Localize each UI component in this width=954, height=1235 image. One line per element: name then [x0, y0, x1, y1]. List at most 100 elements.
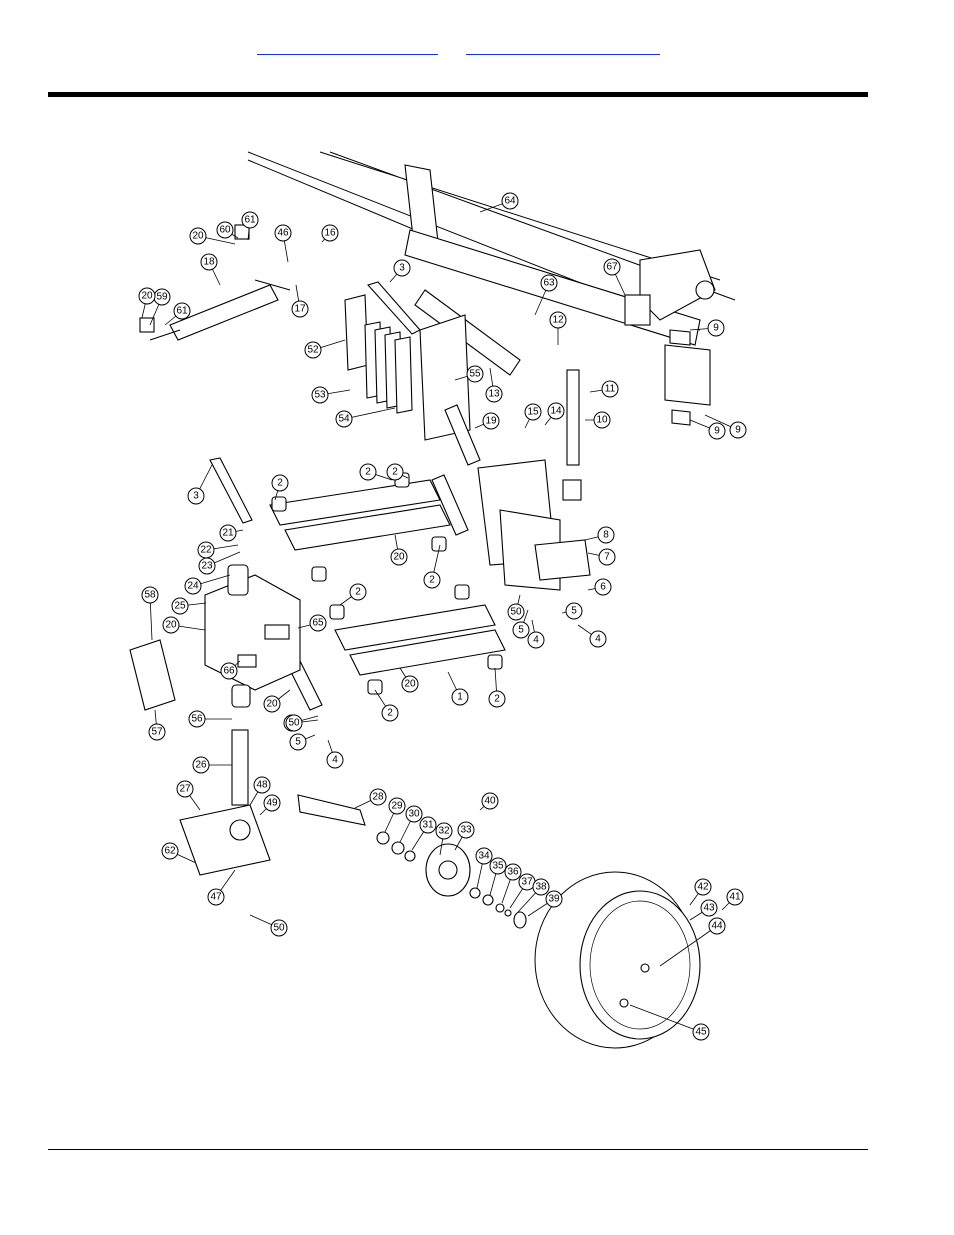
svg-text:20: 20 — [192, 231, 204, 242]
svg-text:20: 20 — [266, 699, 278, 710]
callout-37: 37 — [518, 873, 536, 891]
svg-text:5: 5 — [518, 625, 524, 636]
callout-50: 50 — [507, 603, 525, 621]
callout-9: 9 — [707, 319, 725, 337]
callout-2: 2 — [359, 463, 377, 481]
callout-36: 36 — [504, 863, 522, 881]
svg-text:20: 20 — [393, 552, 405, 563]
svg-text:9: 9 — [713, 323, 719, 334]
callout-7: 7 — [598, 548, 616, 566]
svg-text:1: 1 — [457, 692, 463, 703]
svg-text:5: 5 — [571, 606, 577, 617]
svg-text:50: 50 — [273, 923, 285, 934]
svg-text:35: 35 — [492, 861, 504, 872]
callout-18: 18 — [200, 253, 218, 271]
svg-text:10: 10 — [596, 415, 608, 426]
svg-text:3: 3 — [193, 491, 199, 502]
callout-13: 13 — [485, 385, 503, 403]
callout-10: 10 — [593, 411, 611, 429]
callout-59: 59 — [153, 288, 171, 306]
callout-2: 2 — [349, 583, 367, 601]
callout-5: 5 — [512, 621, 530, 639]
svg-text:11: 11 — [605, 384, 616, 395]
callout-61: 61 — [241, 211, 259, 229]
callout-labels: 1234567891011121314151617181920212223242… — [138, 192, 747, 1041]
callout-4: 4 — [589, 630, 607, 648]
svg-text:2: 2 — [355, 587, 361, 598]
svg-text:16: 16 — [324, 228, 336, 239]
svg-text:37: 37 — [521, 877, 533, 888]
callout-17: 17 — [291, 300, 309, 318]
svg-text:50: 50 — [288, 718, 300, 729]
callout-2: 2 — [271, 474, 289, 492]
callout-48: 48 — [253, 776, 271, 794]
callout-65: 65 — [309, 614, 327, 632]
svg-text:36: 36 — [507, 867, 519, 878]
svg-text:47: 47 — [210, 892, 222, 903]
callout-14: 14 — [547, 402, 565, 420]
callout-22: 22 — [197, 541, 215, 559]
footer-rule — [48, 1149, 868, 1150]
svg-text:2: 2 — [392, 467, 398, 478]
callout-67: 67 — [603, 258, 621, 276]
svg-text:54: 54 — [338, 414, 350, 425]
svg-text:64: 64 — [504, 196, 516, 207]
callout-9: 9 — [708, 422, 726, 440]
callout-66: 66 — [220, 662, 238, 680]
svg-text:49: 49 — [266, 798, 278, 809]
svg-text:23: 23 — [201, 561, 213, 572]
header-rule — [48, 92, 868, 97]
callout-62: 62 — [161, 842, 179, 860]
callout-20: 20 — [401, 675, 419, 693]
svg-text:22: 22 — [200, 545, 212, 556]
callout-52: 52 — [304, 341, 322, 359]
callout-53: 53 — [311, 386, 329, 404]
svg-text:20: 20 — [404, 679, 416, 690]
svg-text:21: 21 — [222, 528, 234, 539]
svg-text:17: 17 — [294, 304, 306, 315]
callout-31: 31 — [419, 816, 437, 834]
callout-60: 60 — [216, 221, 234, 239]
header-link-1[interactable] — [257, 40, 438, 55]
svg-text:9: 9 — [735, 425, 741, 436]
svg-text:25: 25 — [174, 601, 186, 612]
svg-text:6: 6 — [600, 582, 606, 593]
svg-text:3: 3 — [399, 263, 405, 274]
svg-text:62: 62 — [164, 846, 176, 857]
callout-1: 1 — [451, 688, 469, 706]
callout-42: 42 — [694, 878, 712, 896]
callout-20: 20 — [390, 548, 408, 566]
svg-text:63: 63 — [543, 278, 555, 289]
callout-45: 45 — [692, 1023, 710, 1041]
callout-39: 39 — [545, 890, 563, 908]
callout-12: 12 — [549, 311, 567, 329]
callout-57: 57 — [148, 723, 166, 741]
svg-text:53: 53 — [314, 390, 326, 401]
svg-text:20: 20 — [141, 291, 153, 302]
svg-text:7: 7 — [604, 552, 610, 563]
svg-text:42: 42 — [697, 882, 709, 893]
callout-29: 29 — [388, 797, 406, 815]
svg-text:58: 58 — [144, 590, 156, 601]
callout-leader — [629, 1004, 702, 1033]
callout-55: 55 — [466, 365, 484, 383]
callout-6: 6 — [594, 578, 612, 596]
callout-49: 49 — [263, 794, 281, 812]
svg-text:41: 41 — [729, 892, 741, 903]
header-link-2[interactable] — [466, 40, 660, 55]
svg-text:9: 9 — [714, 426, 720, 437]
callout-4: 4 — [527, 631, 545, 649]
svg-text:5: 5 — [295, 737, 301, 748]
svg-text:59: 59 — [156, 292, 168, 303]
callout-20: 20 — [263, 695, 281, 713]
svg-text:45: 45 — [695, 1027, 707, 1038]
svg-text:31: 31 — [422, 820, 434, 831]
svg-text:50: 50 — [510, 607, 522, 618]
callout-50: 50 — [285, 714, 303, 732]
callout-25: 25 — [171, 597, 189, 615]
callout-41: 41 — [726, 888, 744, 906]
callout-8: 8 — [597, 526, 615, 544]
svg-text:12: 12 — [552, 315, 564, 326]
callout-30: 30 — [405, 805, 423, 823]
callout-28: 28 — [369, 788, 387, 806]
